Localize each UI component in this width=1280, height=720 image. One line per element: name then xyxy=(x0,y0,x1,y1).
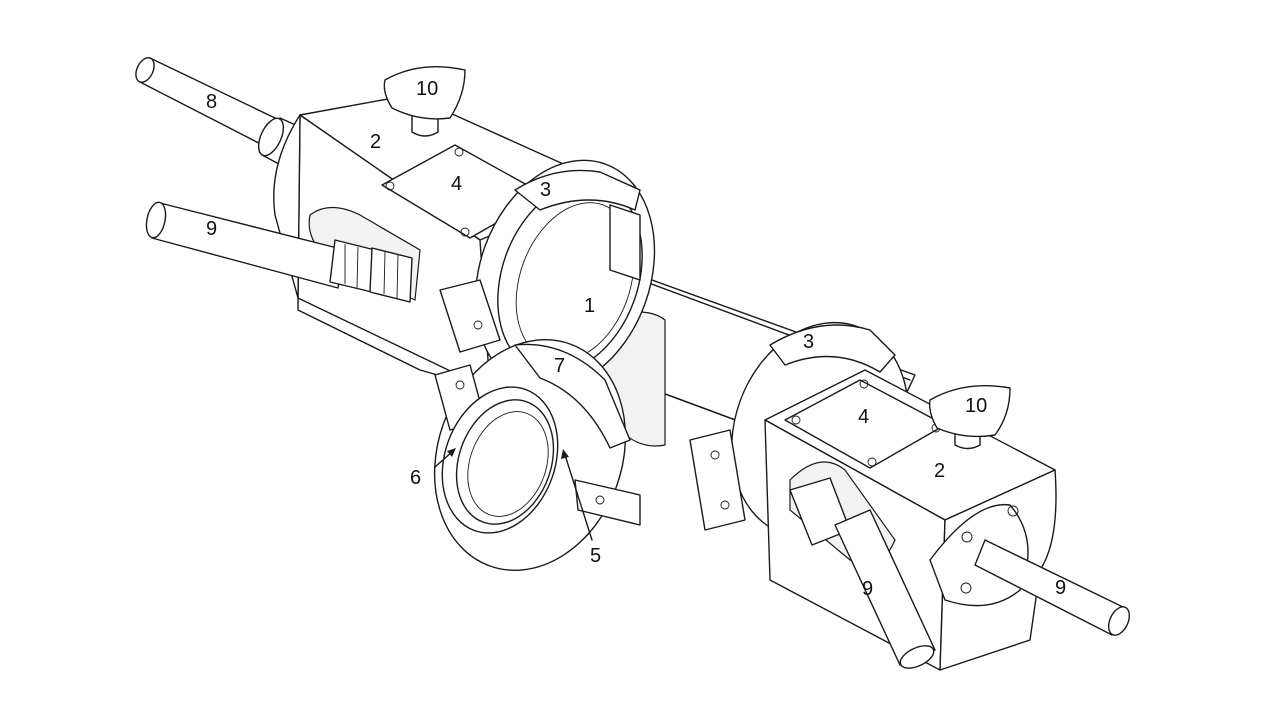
label-part-4-right: 4 xyxy=(858,406,870,428)
clamp-front xyxy=(433,339,641,571)
label-part-2-left: 2 xyxy=(370,131,382,153)
knob-left xyxy=(383,66,466,137)
clamp-left xyxy=(439,159,656,391)
label-part-3-left: 3 xyxy=(540,179,552,201)
label-part-1: 1 xyxy=(584,295,596,317)
clamp-right xyxy=(689,324,896,531)
label-part-9-lower: 9 xyxy=(862,578,874,600)
label-part-9-left: 9 xyxy=(206,218,218,240)
label-part-10-left: 10 xyxy=(416,78,439,100)
leader-6 xyxy=(434,448,456,468)
label-part-4-left: 4 xyxy=(451,173,463,195)
label-part-2-right: 2 xyxy=(934,460,946,482)
label-part-7: 7 xyxy=(554,355,566,377)
hose-right-side xyxy=(974,539,1131,636)
label-part-5: 5 xyxy=(590,545,602,567)
label-part-9-right: 9 xyxy=(1055,577,1067,599)
leader-5 xyxy=(561,449,593,541)
label-part-6: 6 xyxy=(410,467,422,489)
label-part-8: 8 xyxy=(206,91,218,113)
hose-left xyxy=(145,201,413,303)
knob-right xyxy=(928,385,1011,450)
hose-right-lower xyxy=(789,477,936,669)
label-part-3-right: 3 xyxy=(803,331,815,353)
label-part-10-right: 10 xyxy=(965,395,988,417)
